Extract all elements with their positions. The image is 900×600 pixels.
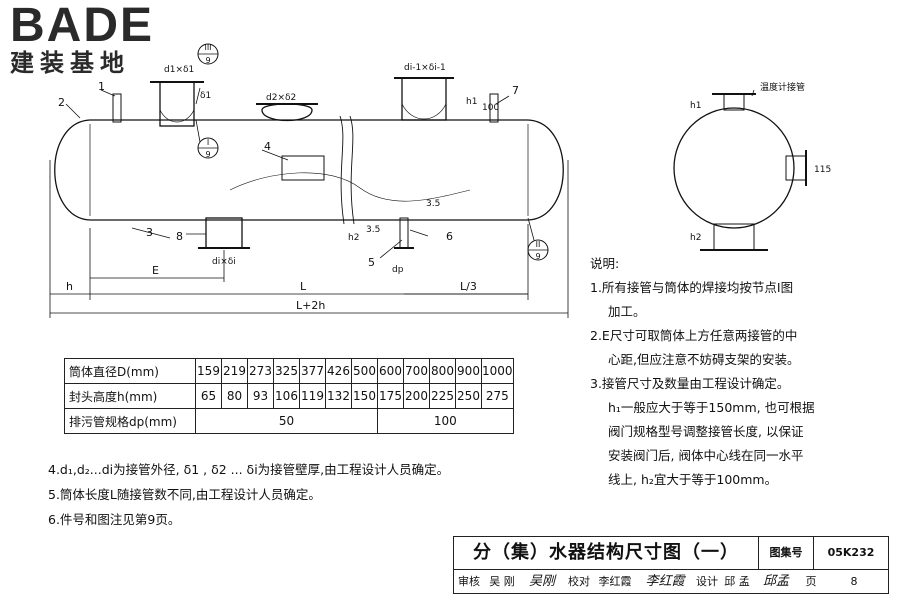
svg-text:II: II [536,240,541,249]
label-h1: h1 [466,97,477,107]
row-label: 封头高度h(mm) [64,383,196,409]
label-slope-top: 3.5 [426,199,440,209]
dim-E: E [152,264,159,277]
design-label: 设计 [696,575,718,588]
label-115: 115 [814,165,831,175]
note-line: 6.件号和图注见第9页。 [48,512,181,527]
check-signature: 李红霞 [645,574,685,589]
drawing-title: 分（集）水器结构尺寸图（一） [454,537,759,570]
dim-h: h [66,280,73,293]
label-d2: d2×δ2 [266,93,296,103]
row-label: 筒体直径D(mm) [64,358,196,384]
label-slope-bottom: 3.5 [366,225,380,235]
callout-7: 7 [512,84,519,97]
label-100: 100 [482,103,499,113]
callout-8: 8 [176,230,183,243]
callout-2: 2 [58,96,65,109]
nozzle-7 [489,93,499,123]
break-line [339,115,345,225]
brand-logo: BADE 建装基地 [10,0,180,78]
table-row: 排污管规格dp(mm) 50 100 [64,408,514,434]
nozzle-1 [112,93,122,123]
signature-row: 审核 吴 刚 吴刚 校对 李红霞 李红霞 设计 邱 孟 邱孟 页 8 [454,570,888,593]
svg-text:9: 9 [535,252,540,261]
title-block: 分（集）水器结构尺寸图（一） 图集号 05K232 审核 吴 刚 吴刚 校对 李… [453,536,889,594]
logo-text-cn: 建装基地 [10,49,130,77]
review-signature: 吴刚 [528,574,555,589]
label-h2-side: h2 [690,233,701,243]
atlas-number: 05K232 [814,537,888,570]
page-label: 页 [805,575,817,588]
label-h2: h2 [348,233,359,243]
svg-text:9: 9 [205,56,210,65]
check-label: 校对 [568,575,590,588]
label-dp: dp [392,265,404,275]
dim-L2h: L+2h [296,299,325,312]
svg-text:III: III [204,43,211,52]
atlas-label: 图集号 [759,537,814,570]
label-delta1: δ1 [200,91,211,101]
svg-text:I: I [207,138,209,147]
callout-3: 3 [146,226,153,239]
nozzle-di-1 [401,77,447,121]
callout-5: 5 [368,256,375,269]
page-number: 8 [850,575,858,588]
callout-4: 4 [264,140,271,153]
design-signature: 邱孟 [762,574,789,589]
side-view-shell [673,107,795,229]
dim-L3: L/3 [460,280,477,293]
review-label: 审核 [458,575,480,588]
drain-pipe [399,217,409,249]
note-line: 5.筒体长度L随接管数不同,由工程设计人员确定。 [48,487,321,502]
label-di: di×δi [212,257,236,267]
note-line: 4.d₁,d₂...di为接管外径, δ1 , δ2 ... δi为接管壁厚,由… [48,462,450,477]
label-h1-side: h1 [690,101,701,111]
notes-heading: 说明: [590,256,620,271]
design-name: 邱 孟 [724,575,750,588]
check-name: 李红霞 [598,575,632,588]
review-name: 吴 刚 [489,575,515,588]
nozzle-di-bottom [205,217,243,249]
logo-text-en: BADE [10,0,155,52]
dim-L: L [300,280,307,293]
callout-6: 6 [446,230,453,243]
svg-text:9: 9 [205,150,210,159]
notes-left: 4.d₁,d₂...di为接管外径, δ1 , δ2 ... δi为接管壁厚,由… [48,457,449,532]
label-thermometer: 温度计接管 [760,81,805,93]
table-row: 封头高度h(mm) 65 80 93 106 119 132 150 175 2… [64,383,514,409]
part-4-plate [281,155,325,181]
row-label: 排污管规格dp(mm) [64,408,196,434]
notes-right: 说明: 1.所有接管与筒体的焊接均按节点I图 加工。 2.E尺寸可取筒体上方任意… [590,252,890,492]
nozzle-d2 [261,103,313,122]
spec-table: 筒体直径D(mm) 159 219 273 325 377 426 500 60… [64,358,514,434]
label-d1: d1×δ1 [164,65,194,75]
label-di-1: di-1×δi-1 [404,63,446,73]
vessel-shell [54,119,564,221]
callout-1: 1 [98,80,105,93]
table-row: 筒体直径D(mm) 159 219 273 325 377 426 500 60… [64,358,514,384]
